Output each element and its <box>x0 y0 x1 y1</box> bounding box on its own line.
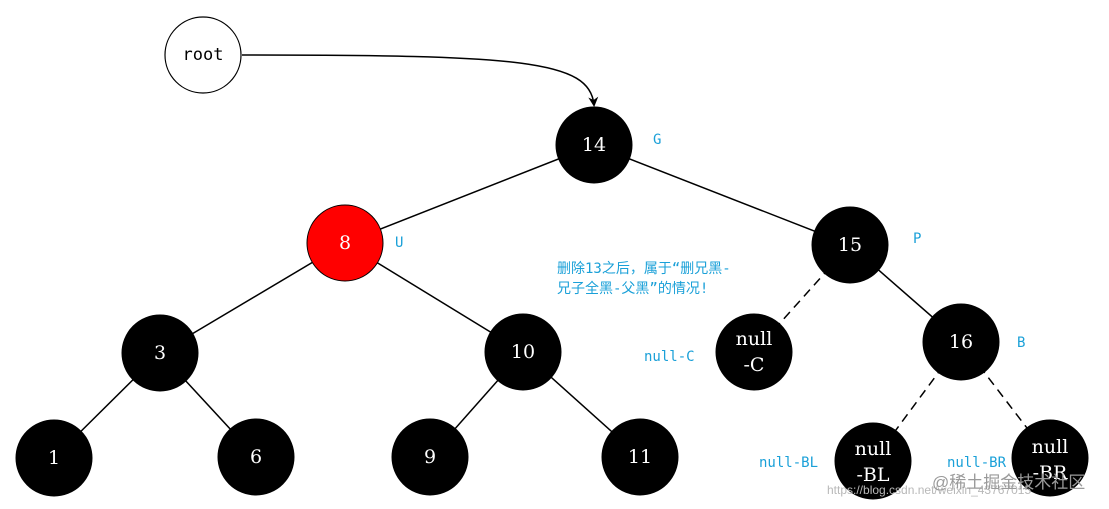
root-pointer-arrow <box>241 54 599 107</box>
node-null-bl: null -BL <box>834 422 912 500</box>
node-null-c: null -C <box>715 313 793 391</box>
node-16-label: 16 <box>949 331 973 353</box>
node-10-label: 10 <box>511 341 535 363</box>
node-11-label: 11 <box>628 446 652 468</box>
node-15-label: 15 <box>838 234 862 256</box>
node-3-label: 3 <box>154 342 166 364</box>
annotation-note: 删除13之后，属于“删兄黑- 兄子全黑-父黑”的情况! <box>557 261 731 297</box>
node-16: 16 <box>922 303 1000 381</box>
watermark: https://blog.csdn.net/weixin_43767015 @稀… <box>827 473 1085 497</box>
tag-g: G <box>653 132 661 148</box>
watermark-url: https://blog.csdn.net/weixin_43767015 <box>827 483 1031 497</box>
tree-nodes: 14 8 15 3 10 null -C 16 1 <box>15 106 1089 500</box>
edge-14-8 <box>344 144 595 244</box>
node-null-c-line1: null <box>736 328 773 350</box>
node-1: 1 <box>15 419 93 497</box>
node-14-label: 14 <box>582 134 606 156</box>
tag-null-c: null-C <box>644 349 695 365</box>
node-null-bl-line1: null <box>855 438 892 460</box>
root-label: root <box>183 45 224 65</box>
root-pointer: root <box>164 16 242 94</box>
note-line-1: 删除13之后，属于“删兄黑- <box>557 261 731 277</box>
watermark-logo: @稀土掘金技术社区 <box>932 473 1085 492</box>
tag-p: P <box>913 231 921 247</box>
edge-14-15 <box>593 144 851 246</box>
node-6: 6 <box>217 418 295 496</box>
tag-u: U <box>395 235 403 251</box>
tree-edges <box>53 54 1051 462</box>
node-null-br-line2: -BR <box>1033 462 1068 484</box>
role-tags: G U P B null-C null-BL null-BR <box>395 132 1025 471</box>
node-null-br: null -BR <box>1011 419 1089 497</box>
note-line-2: 兄子全黑-父黑”的情况! <box>557 280 708 297</box>
node-10: 10 <box>484 313 562 391</box>
node-6-label: 6 <box>250 446 262 468</box>
node-9-label: 9 <box>424 446 436 468</box>
node-null-br-line1: null <box>1032 436 1069 458</box>
tag-b: B <box>1017 335 1025 351</box>
tag-null-br: null-BR <box>947 455 1007 471</box>
node-8: 8 <box>306 204 384 282</box>
node-1-label: 1 <box>48 447 60 469</box>
node-null-c-line2: -C <box>744 354 765 376</box>
node-14: 14 <box>555 106 633 184</box>
node-15: 15 <box>811 206 889 284</box>
node-3: 3 <box>121 314 199 392</box>
node-8-label: 8 <box>339 232 351 254</box>
node-11: 11 <box>601 418 679 496</box>
node-null-bl-line2: -BL <box>857 464 890 486</box>
tag-null-bl: null-BL <box>759 455 818 471</box>
node-9: 9 <box>391 418 469 496</box>
